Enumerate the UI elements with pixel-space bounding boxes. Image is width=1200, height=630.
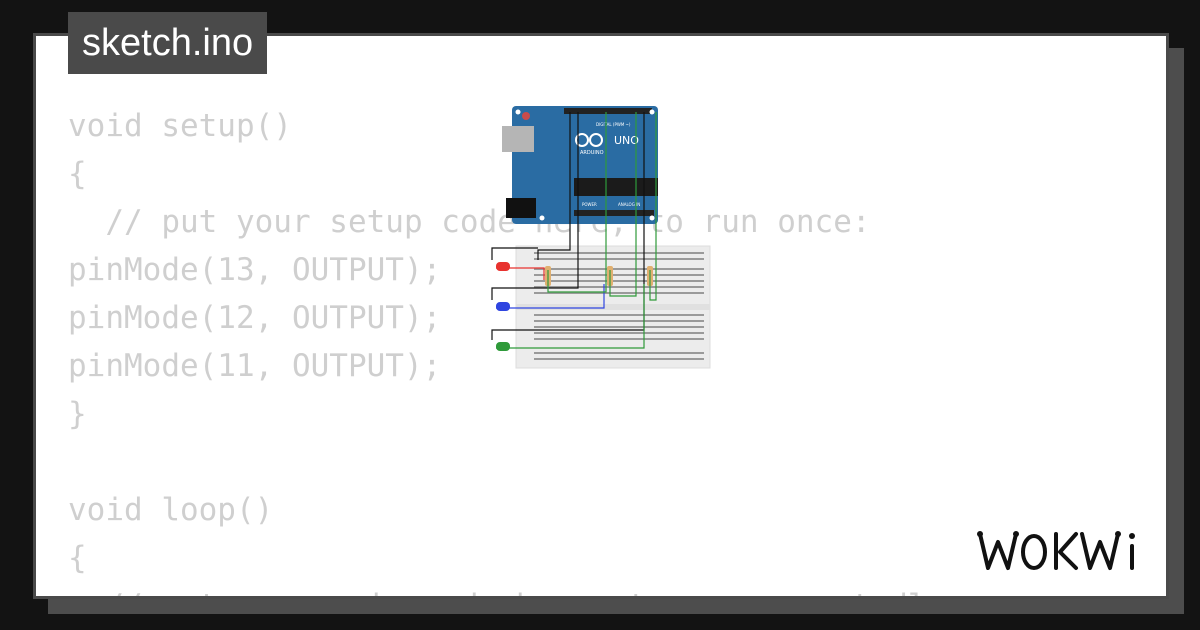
usb-port: [502, 126, 534, 152]
code-line: // put your main code here, to run repea…: [68, 582, 964, 596]
wokwi-logo[interactable]: [976, 526, 1152, 576]
led-blue: [496, 302, 510, 311]
code-line: pinMode(13, OUTPUT);: [68, 252, 442, 288]
led-green: [496, 342, 510, 351]
leds: [496, 262, 510, 351]
code-line: void setup(): [68, 108, 292, 144]
digital-header-label: DIGITAL (PWM ~): [596, 122, 631, 127]
file-name-tab: sketch.ino: [68, 12, 268, 74]
board-model-label: UNO: [614, 134, 639, 147]
reset-button-icon: [522, 112, 530, 120]
circuit-diagram: UNO ARDUINO DIGITAL (PWM ~) POWER ANALOG…: [491, 106, 711, 369]
code-line: pinMode(11, OUTPUT);: [68, 348, 442, 384]
breadboard: [515, 245, 711, 369]
board-brand-label: ARDUINO: [580, 150, 604, 156]
code-line: {: [68, 540, 87, 576]
code-line: [68, 438, 964, 486]
power-header-label: POWER: [582, 202, 597, 207]
code-line: }: [68, 396, 87, 432]
chip: [574, 178, 658, 196]
led-red: [496, 262, 510, 271]
code-line: void loop(): [68, 492, 274, 528]
code-preview: void setup(){ // put your setup code her…: [68, 102, 964, 596]
analog-header-label: ANALOG IN: [618, 202, 640, 207]
code-line: {: [68, 156, 87, 192]
wires: [491, 112, 657, 349]
arduino-logo-icon: [575, 133, 589, 147]
code-line: pinMode(12, OUTPUT);: [68, 300, 442, 336]
arduino-uno-board: UNO ARDUINO DIGITAL (PWM ~) POWER ANALOG…: [502, 106, 658, 224]
power-jack: [506, 198, 536, 218]
